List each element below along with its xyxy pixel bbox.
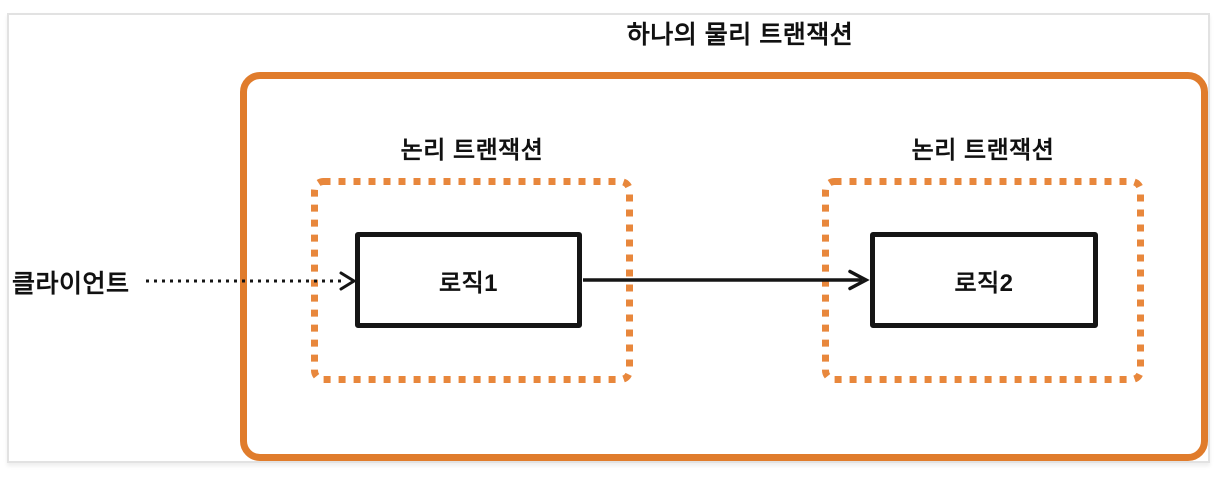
logic2-label: 로직2 (954, 269, 1014, 297)
logical-transaction-label-1: 논리 트랜잭션 (400, 137, 544, 164)
logic1-box: 로직1 (355, 232, 582, 328)
logic2-box: 로직2 (870, 232, 1098, 328)
physical-transaction-title: 하나의 물리 트랜잭션 (626, 21, 854, 49)
physical-transaction-box (240, 72, 1208, 461)
logical-transaction-label-2: 논리 트랜잭션 (911, 137, 1055, 164)
client-label: 클라이언트 (12, 270, 130, 298)
logic1-label: 로직1 (438, 269, 498, 297)
